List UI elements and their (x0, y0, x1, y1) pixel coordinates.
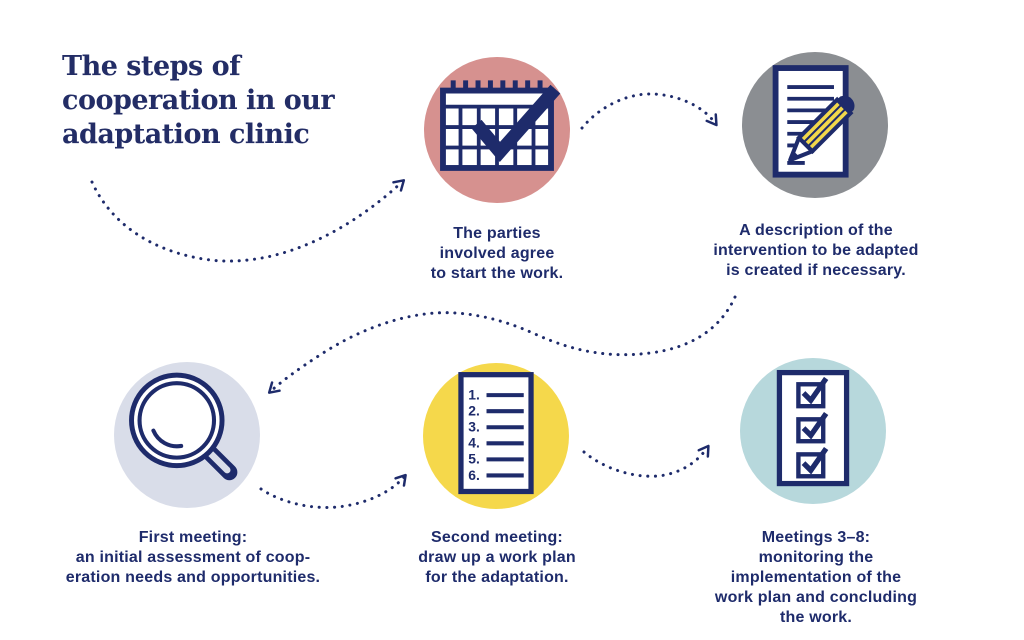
list-number: 1. (468, 387, 480, 403)
list-number: 6. (468, 467, 480, 483)
step4-circle: 1. 2. 3. 4. 5. 6. (423, 363, 569, 509)
arrow-step3-to-step4 (259, 473, 407, 509)
list-number: 2. (468, 403, 480, 419)
page-title: The steps of cooperation in our adaptati… (62, 51, 335, 150)
step3-caption: First meeting: an initial assessment of … (65, 529, 321, 586)
list-number: 3. (468, 419, 480, 435)
magnifier-icon (129, 372, 238, 481)
step3-circle (114, 362, 260, 508)
calendar-check-icon (440, 80, 561, 171)
step2-circle (742, 52, 888, 198)
step1-caption: The parties involved agree to start the … (430, 225, 564, 282)
list-number: 4. (468, 435, 480, 451)
step5-circle (740, 358, 886, 504)
arrow-step4-to-step5 (582, 444, 710, 478)
numbered-list-icon: 1. 2. 3. 4. 5. 6. (458, 372, 534, 495)
document-pencil-icon (772, 65, 855, 178)
checklist-icon (776, 369, 850, 487)
step4-caption: Second meeting: draw up a work plan for … (418, 529, 576, 586)
arrow-step2-to-step3 (267, 295, 737, 394)
step5-caption: Meetings 3–8: monitoring the implementat… (714, 529, 918, 626)
arrow-title-to-step1 (90, 179, 406, 263)
arrow-step1-to-step2 (580, 92, 718, 130)
list-number: 5. (468, 451, 480, 467)
step2-caption: A description of the intervention to be … (713, 222, 919, 279)
step1-circle (424, 57, 570, 203)
